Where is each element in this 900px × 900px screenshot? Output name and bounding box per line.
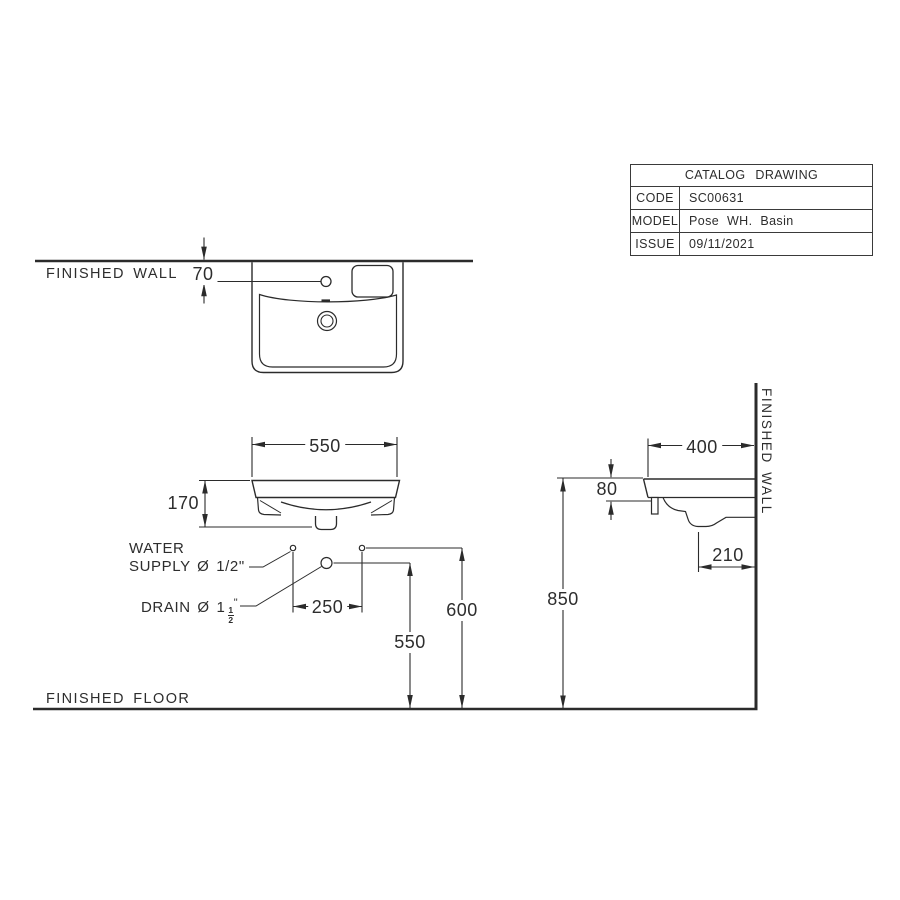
title-block-value: 09/11/2021 — [689, 237, 755, 251]
drain-hole-outer — [316, 310, 338, 332]
supply-hole-right — [358, 544, 366, 552]
front-view — [199, 437, 465, 708]
title-block-label: ISSUE — [631, 233, 680, 255]
basin-outline-top — [251, 262, 404, 374]
basin-rim-front — [251, 479, 401, 499]
bowl-underside-arc — [280, 501, 372, 511]
bowl-profile-side — [662, 497, 755, 528]
dim-basin-front-height: 170 — [165, 493, 201, 514]
dim-drain-height: 550 — [390, 632, 430, 653]
dim-basin-depth: 400 — [682, 437, 722, 458]
side-view — [557, 383, 758, 709]
water-supply-leader — [249, 551, 291, 568]
drain-outlet-box — [314, 516, 338, 531]
right-bracket — [370, 497, 396, 516]
dim-supply-height: 600 — [442, 600, 482, 621]
drain-leader — [240, 566, 322, 607]
right-bracket-wedge — [370, 500, 393, 514]
drain-point — [320, 556, 333, 570]
water-supply-label-line1: WATER — [129, 540, 185, 557]
front-lip-tab — [650, 496, 659, 515]
dim-drain-offset: 210 — [712, 545, 744, 565]
left-bracket-wedge — [259, 500, 282, 514]
dim-rim-thickness: 80 — [592, 479, 622, 500]
drain-unit-mark: " — [233, 597, 239, 609]
title-block-value: Pose WH. Basin — [689, 214, 794, 228]
basin-front-face-side — [642, 478, 649, 498]
left-bracket — [256, 497, 282, 516]
faucet-hole — [320, 275, 332, 288]
dim-faucet-from-wall: 70 — [188, 264, 218, 285]
basin-ledge-top — [351, 264, 394, 298]
title-block-title: CATALOG DRAWING — [631, 165, 872, 187]
water-supply-label-line2: SUPPLY Ø 1/2" — [129, 558, 245, 575]
title-block-row-model: MODEL Pose WH. Basin — [631, 209, 872, 232]
dim-supply-spacing: 250 — [307, 597, 348, 618]
drain-label-text: DRAIN Ø 1 — [141, 599, 226, 616]
title-block-label: MODEL — [631, 210, 680, 232]
drain-hole-inner — [320, 314, 334, 328]
title-block-row-code: CODE SC00631 — [631, 187, 872, 209]
dim-rim-height: 850 — [543, 589, 583, 610]
finished-wall-label-side: FINISHED WALL — [759, 388, 774, 515]
title-block-row-issue: ISSUE 09/11/2021 — [631, 232, 872, 255]
finished-wall-label-top: FINISHED WALL — [46, 266, 178, 282]
title-block: CATALOG DRAWING CODE SC00631 MODEL Pose … — [630, 164, 873, 256]
dim-basin-width: 550 — [305, 436, 345, 457]
title-block-value: SC00631 — [689, 191, 744, 205]
top-view — [35, 237, 473, 374]
title-block-label: CODE — [631, 187, 680, 209]
finished-floor-label: FINISHED FLOOR — [46, 691, 191, 707]
supply-hole-left — [289, 544, 297, 552]
